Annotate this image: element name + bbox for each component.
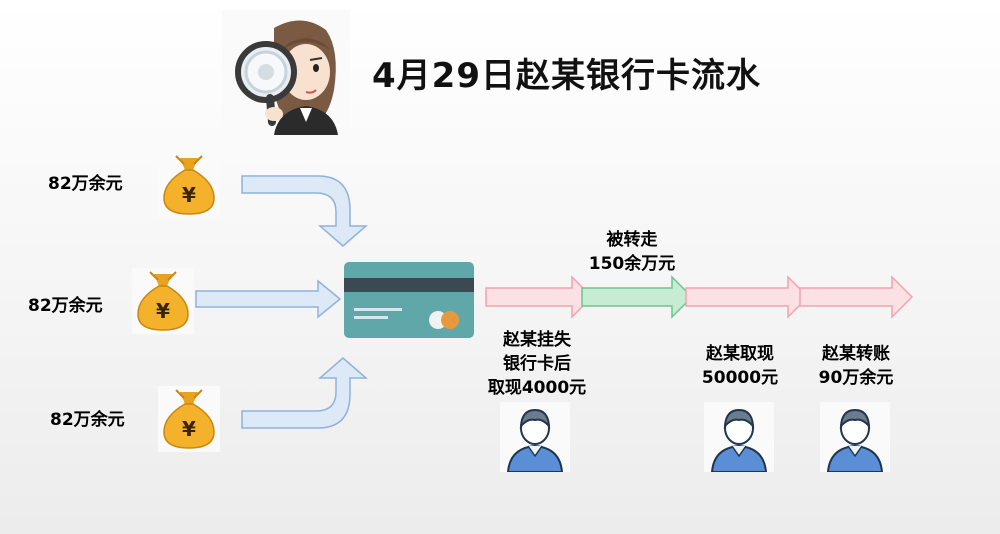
recipient-1-line2: 银行卡后	[503, 354, 571, 374]
recipient-label-3: 赵某转账 90万余元	[796, 342, 916, 390]
source-amount-3: 82万余元	[50, 410, 125, 430]
yen-symbol: ¥	[182, 183, 196, 207]
incoming-arrow-middle	[195, 279, 342, 319]
transfer-label-line1: 被转走	[606, 230, 658, 250]
source-amount-2: 82万余元	[28, 296, 103, 316]
outgoing-arrow-3	[799, 275, 914, 319]
transfer-label-line2: 150余万元	[588, 254, 676, 274]
recipient-label-2: 赵某取现 50000元	[680, 342, 800, 390]
yen-symbol: ¥	[182, 417, 196, 441]
bank-card-icon	[344, 262, 474, 338]
person-icon-2	[704, 402, 774, 472]
person-icon-3	[820, 402, 890, 472]
money-bag-3: ¥	[158, 386, 220, 452]
recipient-3-line2: 90万余元	[818, 368, 894, 388]
person-icon-1	[500, 402, 570, 472]
yen-symbol: ¥	[156, 299, 170, 323]
page-title: 4月29日赵某银行卡流水	[372, 56, 761, 96]
detective-magnifier-icon	[235, 20, 338, 135]
recipient-3-line1: 赵某转账	[822, 344, 890, 364]
recipient-2-line1: 赵某取现	[706, 344, 774, 364]
transfer-label: 被转走 150余万元	[572, 228, 692, 276]
outgoing-arrow-transfer	[581, 275, 694, 319]
outgoing-arrow-2	[685, 275, 810, 319]
incoming-arrow-bottom	[241, 357, 369, 429]
money-bag-1: ¥	[158, 152, 220, 218]
recipient-label-1: 赵某挂失 银行卡后 取现4000元	[472, 328, 602, 400]
money-bag-2: ¥	[132, 268, 194, 334]
detective-avatar	[222, 10, 350, 135]
recipient-1-line1: 赵某挂失	[503, 330, 571, 350]
incoming-arrow-top	[241, 175, 369, 247]
recipient-1-line3: 取现4000元	[487, 378, 587, 398]
recipient-2-line2: 50000元	[701, 368, 779, 388]
source-amount-1: 82万余元	[48, 174, 123, 194]
outgoing-arrow-1	[485, 275, 594, 319]
